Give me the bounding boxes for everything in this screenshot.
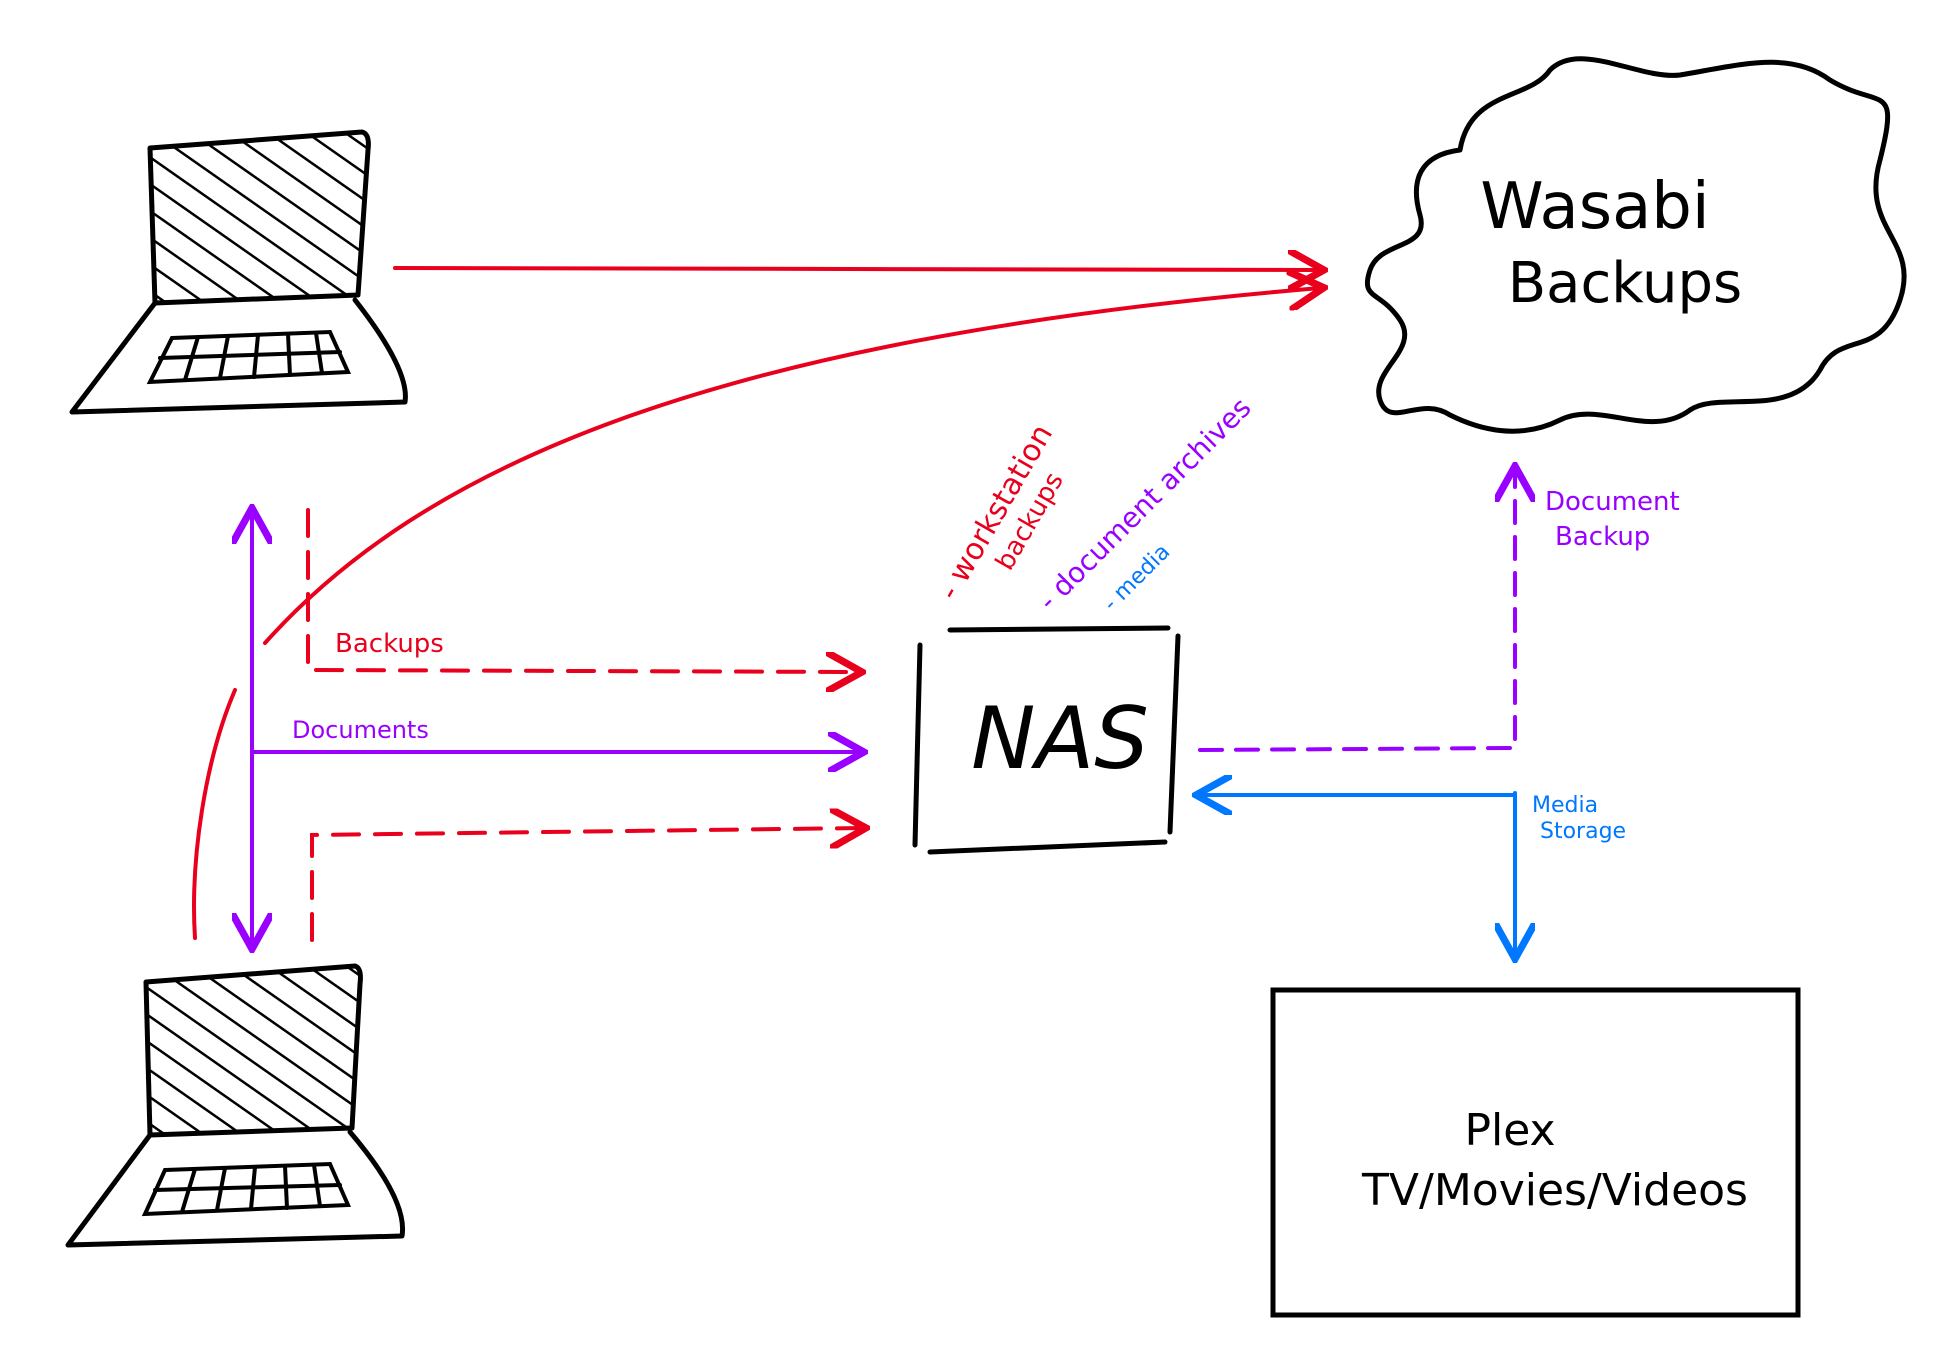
edge-laptop-bottom-to-wasabi — [192, 288, 1320, 940]
cloud-outline — [1364, 56, 1907, 434]
edge-media-storage-label-2: Storage — [1540, 819, 1626, 844]
wasabi-title-line1: Wasabi — [1480, 170, 1709, 244]
edge-document-backup-label-1: Document — [1545, 487, 1680, 517]
nas-label: NAS — [971, 689, 1149, 789]
plex-box: Plex TV/Movies/Videos — [1270, 987, 1801, 1318]
laptop-top — [69, 129, 408, 415]
nas-box: NAS — [912, 625, 1181, 855]
wasabi-cloud: Wasabi Backups — [1364, 56, 1907, 434]
plex-title-line1: Plex — [1464, 1105, 1555, 1156]
laptop-top-screen — [147, 129, 371, 306]
wasabi-title-line2: Backups — [1508, 251, 1742, 316]
edge-media-storage: Media Storage — [1200, 793, 1626, 955]
edge-backups-bottom — [310, 828, 862, 942]
nas-contents: - workstation backups - document archive… — [932, 391, 1258, 617]
nas-outline — [912, 625, 1181, 855]
edge-documents: Documents — [252, 512, 860, 945]
laptop-top-keyboard — [146, 329, 352, 385]
edge-laptop-top-to-wasabi — [393, 268, 1320, 270]
edge-backups-label: Backups — [335, 629, 444, 659]
edge-media-storage-label-1: Media — [1532, 793, 1598, 818]
laptop-bottom — [65, 963, 406, 1248]
laptop-bottom-keyboard — [141, 1161, 352, 1217]
edge-documents-label: Documents — [292, 716, 429, 744]
edge-document-backup: Document Backup — [1198, 470, 1680, 752]
edge-backups-top: Backups — [306, 508, 858, 672]
laptop-top-base — [69, 297, 408, 415]
plex-outline — [1270, 987, 1801, 1318]
laptop-bottom-screen — [143, 963, 363, 1138]
plex-title-line2: TV/Movies/Videos — [1361, 1165, 1748, 1216]
edge-document-backup-label-2: Backup — [1555, 522, 1650, 552]
laptop-bottom-base — [65, 1129, 406, 1248]
